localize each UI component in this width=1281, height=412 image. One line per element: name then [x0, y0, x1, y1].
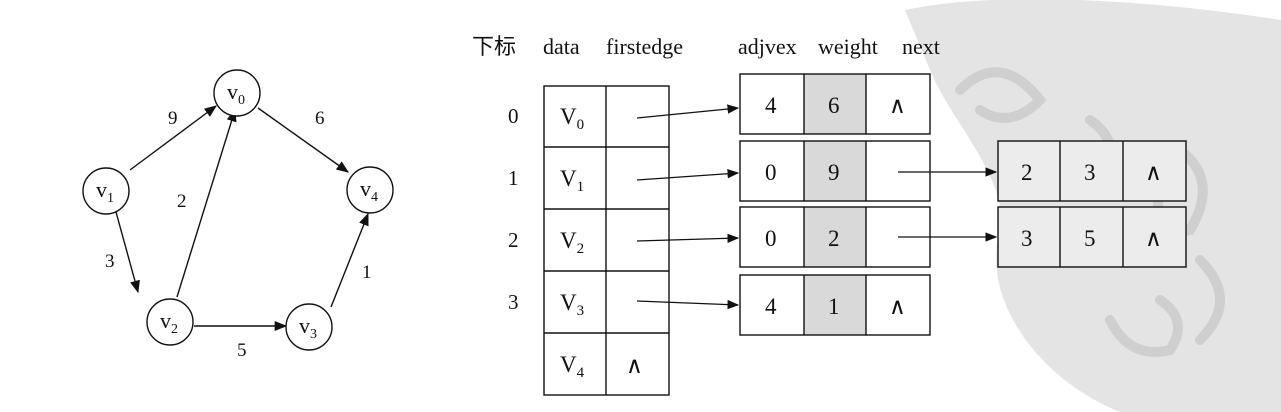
edge-weight-v2-v3: 5 — [237, 340, 247, 361]
edge-node-1-1-adjvex: 2 — [1021, 160, 1033, 185]
pointer-row1 — [636, 169, 740, 181]
edge-node-1-1: 2 3 ∧ — [997, 140, 1187, 202]
vertex-data-0: V — [560, 104, 577, 129]
edge-node-0-0-next: ∧ — [889, 93, 906, 118]
vertex-data-4-sub: 4 — [577, 365, 585, 381]
vertex-data-0-sub: 0 — [577, 117, 585, 133]
edge-v1-v2 — [115, 211, 140, 294]
edge-node-1-1-next: ∧ — [1145, 160, 1162, 185]
edge-weight-v1-v2: 3 — [105, 251, 115, 272]
vertex-v4: v4 — [346, 166, 394, 214]
svg-text:v4: v4 — [360, 176, 378, 205]
vertex-data-3: V — [560, 290, 577, 315]
edge-node-3-0: 4 1 ∧ — [739, 274, 931, 336]
header-next: next — [902, 34, 940, 59]
pointer-row3 — [636, 299, 740, 310]
pointer-row0 — [636, 104, 740, 119]
header-index: 下标 — [472, 34, 516, 59]
vertex-data-2: V — [560, 228, 577, 253]
svg-text:V1: V1 — [560, 166, 584, 195]
edge-weight-v2-v0: 2 — [177, 191, 187, 212]
row-index-3: 3 — [508, 290, 519, 314]
header-adjvex: adjvex — [738, 34, 797, 59]
svg-text:V0: V0 — [560, 104, 584, 133]
vertex-v0-sub: 0 — [238, 93, 245, 108]
svg-text:v1: v1 — [96, 177, 114, 206]
row-index-1: 1 — [508, 166, 519, 190]
edge-node-3-0-weight: 1 — [828, 294, 840, 319]
vertex-data-1-sub: 1 — [577, 179, 585, 195]
svg-text:V3: V3 — [560, 290, 584, 319]
vertex-v3-label: v — [299, 313, 310, 338]
edge-v1-v0 — [129, 105, 218, 171]
vertex-v1-label: v — [96, 177, 107, 202]
edge-node-2-1: 3 5 ∧ — [997, 206, 1187, 268]
svg-text:v0: v0 — [227, 79, 245, 108]
edge-node-2-1-adjvex: 3 — [1021, 226, 1033, 251]
edge-node-1-0-adjvex: 0 — [765, 160, 777, 185]
edge-node-2-1-next: ∧ — [1145, 226, 1162, 251]
header-data: data — [543, 34, 580, 59]
vertex-v0: v0 — [213, 69, 261, 117]
edge-v3-v4 — [330, 212, 369, 308]
vertex-table: 0 1 2 3 V0 V1 V2 V3 V4 ∧ — [508, 85, 670, 396]
edge-node-0-0-weight: 6 — [828, 93, 840, 118]
next-pointers — [898, 167, 998, 242]
vertex-v2: v2 — [146, 298, 194, 346]
table-headers: 下标 data firstedge adjvex weight next — [472, 34, 940, 59]
svg-text:V2: V2 — [560, 228, 584, 257]
firstedge-pointers — [636, 104, 740, 310]
edge-node-2-0: 0 2 — [739, 206, 931, 268]
row-index-0: 0 — [508, 104, 519, 128]
edge-node-2-1-weight: 5 — [1084, 226, 1096, 251]
vertex-v1-sub: 1 — [107, 191, 114, 206]
vertex-data-4: V — [560, 352, 577, 377]
row-index-2: 2 — [508, 228, 519, 252]
edge-v2-v0 — [176, 108, 237, 298]
firstedge-null-4: ∧ — [626, 353, 643, 378]
edge-weight-v1-v0: 9 — [168, 108, 178, 129]
edge-weights: 9 6 3 2 5 1 — [105, 108, 372, 361]
edge-weight-v0-v4: 6 — [315, 108, 325, 129]
edge-node-1-0: 0 9 — [739, 140, 931, 202]
edge-node-2-0-weight: 2 — [828, 226, 840, 251]
watermark-seal — [905, 0, 1281, 412]
edge-node-3-0-next: ∧ — [889, 294, 906, 319]
graph-vertices: v0 v1 v2 v3 v4 — [82, 69, 394, 351]
vertex-v2-sub: 2 — [171, 322, 178, 337]
vertex-v2-label: v — [160, 308, 171, 333]
vertex-v4-label: v — [360, 176, 371, 201]
edge-node-2-0-adjvex: 0 — [765, 226, 777, 251]
svg-text:v2: v2 — [160, 308, 178, 337]
graph-edges — [115, 105, 369, 332]
vertex-data-1: V — [560, 166, 577, 191]
vertex-v3-sub: 3 — [310, 327, 317, 342]
vertex-v4-sub: 4 — [371, 190, 378, 205]
edge-node-1-0-weight: 9 — [828, 160, 840, 185]
edge-node-0-0: 4 6 ∧ — [739, 73, 931, 135]
edge-node-0-0-adjvex: 4 — [765, 93, 777, 118]
vertex-data-2-sub: 2 — [577, 241, 585, 257]
vertex-data-3-sub: 3 — [577, 303, 585, 319]
svg-text:V4: V4 — [560, 352, 585, 381]
vertex-v0-label: v — [227, 79, 238, 104]
header-weight: weight — [818, 34, 878, 59]
edge-weight-v3-v4: 1 — [362, 262, 372, 283]
edge-v0-v4 — [257, 107, 350, 173]
edge-node-1-1-weight: 3 — [1084, 160, 1096, 185]
svg-text:v3: v3 — [299, 313, 317, 342]
vertex-v1: v1 — [82, 167, 130, 215]
vertex-v3: v3 — [285, 303, 333, 351]
pointer-row2 — [636, 233, 740, 243]
header-firstedge: firstedge — [606, 34, 683, 59]
edge-node-3-0-adjvex: 4 — [765, 294, 777, 319]
